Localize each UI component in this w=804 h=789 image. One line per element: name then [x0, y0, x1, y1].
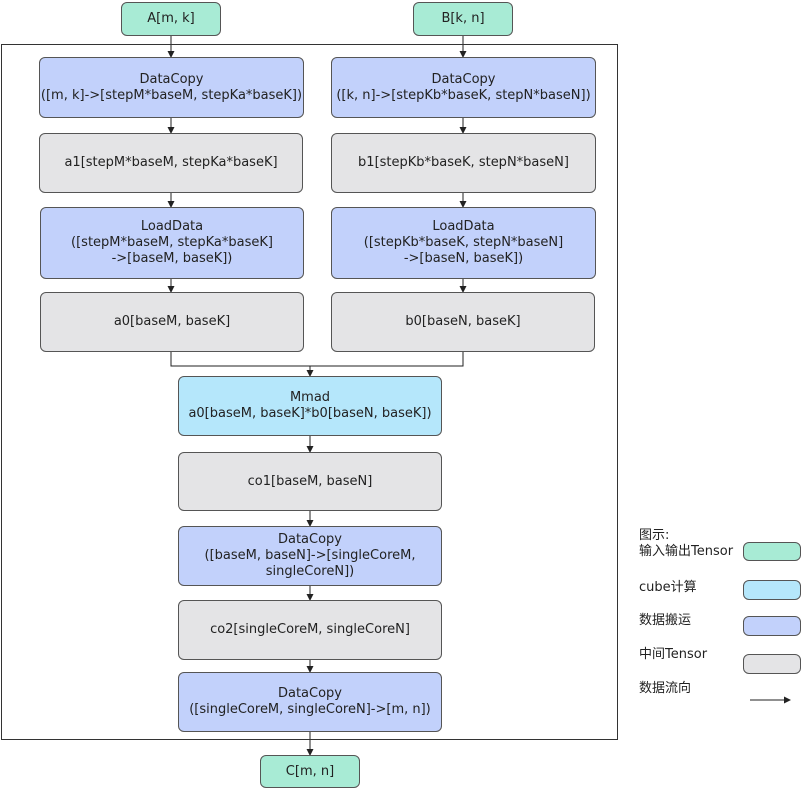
mmad-node: Mmad a0[baseM, baseK]*b0[baseN, baseK])	[178, 376, 442, 436]
legend-cube-label: cube计算	[639, 580, 697, 595]
co1-tensor: co1[baseM, baseN]	[178, 452, 442, 511]
datacopy-b-detail: ([k, n]->[stepKb*baseK, stepN*baseN])	[336, 87, 591, 103]
datacopy-a-detail: ([m, k]->[stepM*baseM, stepKa*baseK])	[40, 87, 303, 103]
legend-io-label: 输入输出Tensor	[639, 544, 734, 559]
loaddata-a-detail-2: ->[baseM, baseK])	[111, 251, 233, 266]
connector-a0-b0-merge	[170, 352, 464, 367]
a0-tensor: a0[baseM, baseK]	[40, 292, 304, 352]
a1-label: a1[stepM*baseM, stepKa*baseK]	[64, 155, 278, 170]
datacopy-a-title: DataCopy	[139, 71, 204, 87]
input-b-tensor: B[k, n]	[413, 2, 513, 36]
mmad-detail: a0[baseM, baseK]*b0[baseN, baseK])	[188, 406, 432, 421]
datacopy-b-title: DataCopy	[431, 71, 496, 87]
input-a-tensor: A[m, k]	[121, 2, 221, 36]
datacopy-co1-node: DataCopy ([baseM, baseN]->[singleCoreM, …	[178, 526, 442, 586]
legend-flow-label: 数据流向	[639, 681, 692, 696]
b1-label: b1[stepKb*baseK, stepN*baseN]	[358, 155, 569, 170]
b0-label: b0[baseN, baseK]	[405, 314, 521, 329]
legend-title: 图示:	[639, 528, 670, 543]
datacopy-out-node: DataCopy ([singleCoreM, singleCoreN]->[m…	[178, 672, 442, 732]
legend-copy-label: 数据搬运	[639, 613, 692, 628]
input-a-label: A[m, k]	[147, 11, 195, 26]
datacopy-out-title: DataCopy	[277, 686, 343, 701]
legend-copy-swatch	[743, 616, 801, 636]
loaddata-b-title: LoadData	[432, 219, 495, 234]
loaddata-b-detail-1: ([stepKb*baseK, stepN*baseN]	[363, 235, 564, 250]
loaddata-b-detail-2: ->[baseN, baseK])	[403, 251, 524, 266]
legend-mid-swatch	[743, 654, 801, 674]
loaddata-a-node: LoadData ([stepM*baseM, stepKa*baseK] ->…	[40, 207, 304, 279]
loaddata-b-node: LoadData ([stepKb*baseK, stepN*baseN] ->…	[331, 207, 596, 279]
co2-label: co2[singleCoreM, singleCoreN]	[210, 622, 410, 637]
output-c-label: C[m, n]	[285, 763, 335, 779]
a0-label: a0[baseM, baseK]	[113, 314, 231, 329]
input-b-label: B[k, n]	[441, 11, 485, 26]
datacopy-co1-title: DataCopy	[277, 532, 343, 547]
co1-label: co1[baseM, baseN]	[247, 473, 373, 489]
output-c-tensor: C[m, n]	[260, 755, 360, 788]
legend-cube-swatch	[743, 580, 801, 600]
a1-tensor: a1[stepM*baseM, stepKa*baseK]	[39, 133, 303, 193]
legend-mid-label: 中间Tensor	[639, 647, 708, 662]
loaddata-a-title: LoadData	[140, 219, 204, 234]
datacopy-b-node: DataCopy ([k, n]->[stepKb*baseK, stepN*b…	[331, 57, 596, 118]
datacopy-out-detail: ([singleCoreM, singleCoreN]->[m, n])	[189, 702, 431, 717]
b1-tensor: b1[stepKb*baseK, stepN*baseN]	[331, 133, 596, 193]
datacopy-a-node: DataCopy ([m, k]->[stepM*baseM, stepKa*b…	[39, 57, 304, 118]
datacopy-co1-detail-1: ([baseM, baseN]->[singleCoreM,	[204, 548, 416, 563]
loaddata-a-detail-1: ([stepM*baseM, stepKa*baseK]	[71, 235, 273, 250]
core-frame	[1, 44, 618, 740]
mmad-title: Mmad	[289, 390, 331, 405]
datacopy-co1-detail-2: singleCoreN])	[265, 564, 355, 579]
b0-tensor: b0[baseN, baseK]	[331, 292, 595, 352]
legend-io-swatch	[743, 542, 801, 561]
co2-tensor: co2[singleCoreM, singleCoreN]	[178, 600, 442, 660]
